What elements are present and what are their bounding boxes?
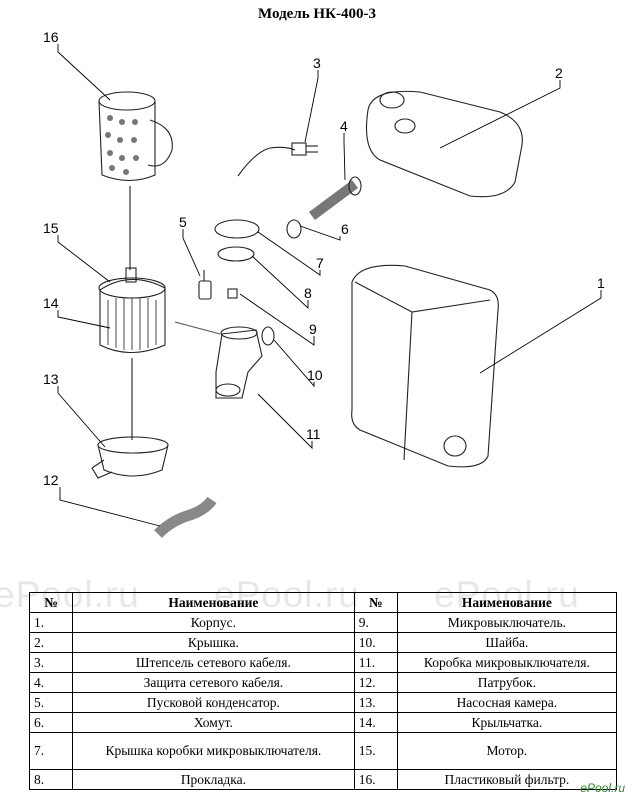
watermark: ePool.ru [0, 574, 140, 615]
watermark: ePool.ru [214, 574, 360, 615]
microswitch-part [227, 288, 238, 299]
item-name: Микровыключатель. [396, 612, 618, 633]
corner-logo: ePool.ru [580, 781, 625, 795]
item-name: Защита сетевого кабеля. [72, 672, 355, 693]
callout-3: 3 [313, 55, 321, 71]
callout-6: 6 [341, 221, 349, 237]
item-name: Крышка. [72, 632, 355, 653]
callout-4: 4 [340, 118, 348, 134]
washer-part [261, 326, 275, 346]
clamp-part [286, 219, 302, 239]
table-row: 4.Защита сетевого кабеля.12.Патрубок. [29, 672, 618, 693]
gasket-part [217, 246, 255, 262]
item-number: 7. [29, 732, 73, 770]
switch-box-part [174, 321, 263, 399]
callout-1: 1 [597, 275, 605, 291]
callout-11: 11 [306, 426, 321, 442]
table-header-row: № Наименование № Наименование [29, 592, 618, 613]
table-row: 5.Пусковой конденсатор.13.Насосная камер… [29, 692, 618, 713]
callout-15: 15 [43, 220, 59, 236]
col-header-number: № [29, 592, 73, 613]
item-name: Хомут. [72, 712, 355, 733]
body-part [351, 264, 499, 468]
item-name: Крыльчатка. [396, 712, 618, 733]
item-number: 11. [353, 652, 398, 673]
item-number: 8. [29, 769, 73, 790]
item-number: 6. [29, 712, 73, 733]
table-row: 7.Крышка коробки микровыключателя.15.Мот… [29, 732, 618, 770]
item-number: 3. [29, 652, 73, 673]
callout-9: 9 [309, 321, 317, 337]
item-number: 13. [353, 692, 398, 713]
table-row: 2.Крышка.10.Шайба. [29, 632, 618, 653]
item-name: Шайба. [396, 632, 618, 653]
box-lid-part [214, 219, 260, 239]
watermark: ePool.ru [434, 574, 580, 615]
item-name: Пластиковый фильтр. [396, 769, 618, 790]
item-number: 10. [353, 632, 398, 653]
callout-16: 16 [43, 29, 59, 45]
item-number: 2. [29, 632, 73, 653]
item-name: Патрубок. [396, 672, 618, 693]
parts-table: № Наименование № Наименование 1.Корпус.9… [29, 592, 618, 790]
item-name: Прокладка. [72, 769, 355, 790]
pump-chamber-part [91, 436, 169, 479]
table-row: 1.Корпус.9.Микровыключатель. [29, 612, 618, 633]
col-header-number: № [353, 592, 398, 613]
item-name: Коробка микровыключателя. [396, 652, 618, 673]
callout-7: 7 [316, 255, 324, 271]
table-row: 6.Хомут.14.Крыльчатка. [29, 712, 618, 733]
cover-part [365, 90, 523, 198]
plug-part [291, 142, 307, 156]
item-name: Мотор. [396, 732, 618, 770]
plug-cable [237, 146, 296, 177]
table-row: 3.Штепсель сетевого кабеля.11.Коробка ми… [29, 652, 618, 673]
item-number: 12. [353, 672, 398, 693]
item-number: 15. [353, 732, 398, 770]
callout-2: 2 [555, 65, 563, 81]
cable-protection-part [309, 179, 358, 221]
hose-part [154, 496, 217, 538]
filter-part [98, 91, 173, 182]
callout-5: 5 [179, 214, 187, 230]
exploded-view-drawing: 16 3 2 4 5 6 15 7 1 8 14 9 10 13 11 12 [43, 29, 605, 538]
capacitor-part [198, 280, 212, 300]
callout-12: 12 [43, 472, 59, 488]
item-number: 16. [353, 769, 398, 790]
item-name: Штепсель сетевого кабеля. [72, 652, 355, 673]
item-name: Крышка коробки микровыключателя. [72, 732, 355, 770]
page-title: Модель НК-400-3 [258, 6, 376, 22]
item-number: 9. [353, 612, 398, 633]
item-number: 14. [353, 712, 398, 733]
callout-14: 14 [43, 295, 59, 311]
item-number: 4. [29, 672, 73, 693]
item-name: Насосная камера. [396, 692, 618, 713]
table-row: 8.Прокладка.16.Пластиковый фильтр. [29, 769, 618, 790]
callout-8: 8 [304, 285, 312, 301]
callout-13: 13 [43, 371, 59, 387]
callout-10: 10 [307, 367, 323, 383]
motor-part [98, 267, 166, 353]
item-number: 5. [29, 692, 73, 713]
item-name: Пусковой конденсатор. [72, 692, 355, 713]
